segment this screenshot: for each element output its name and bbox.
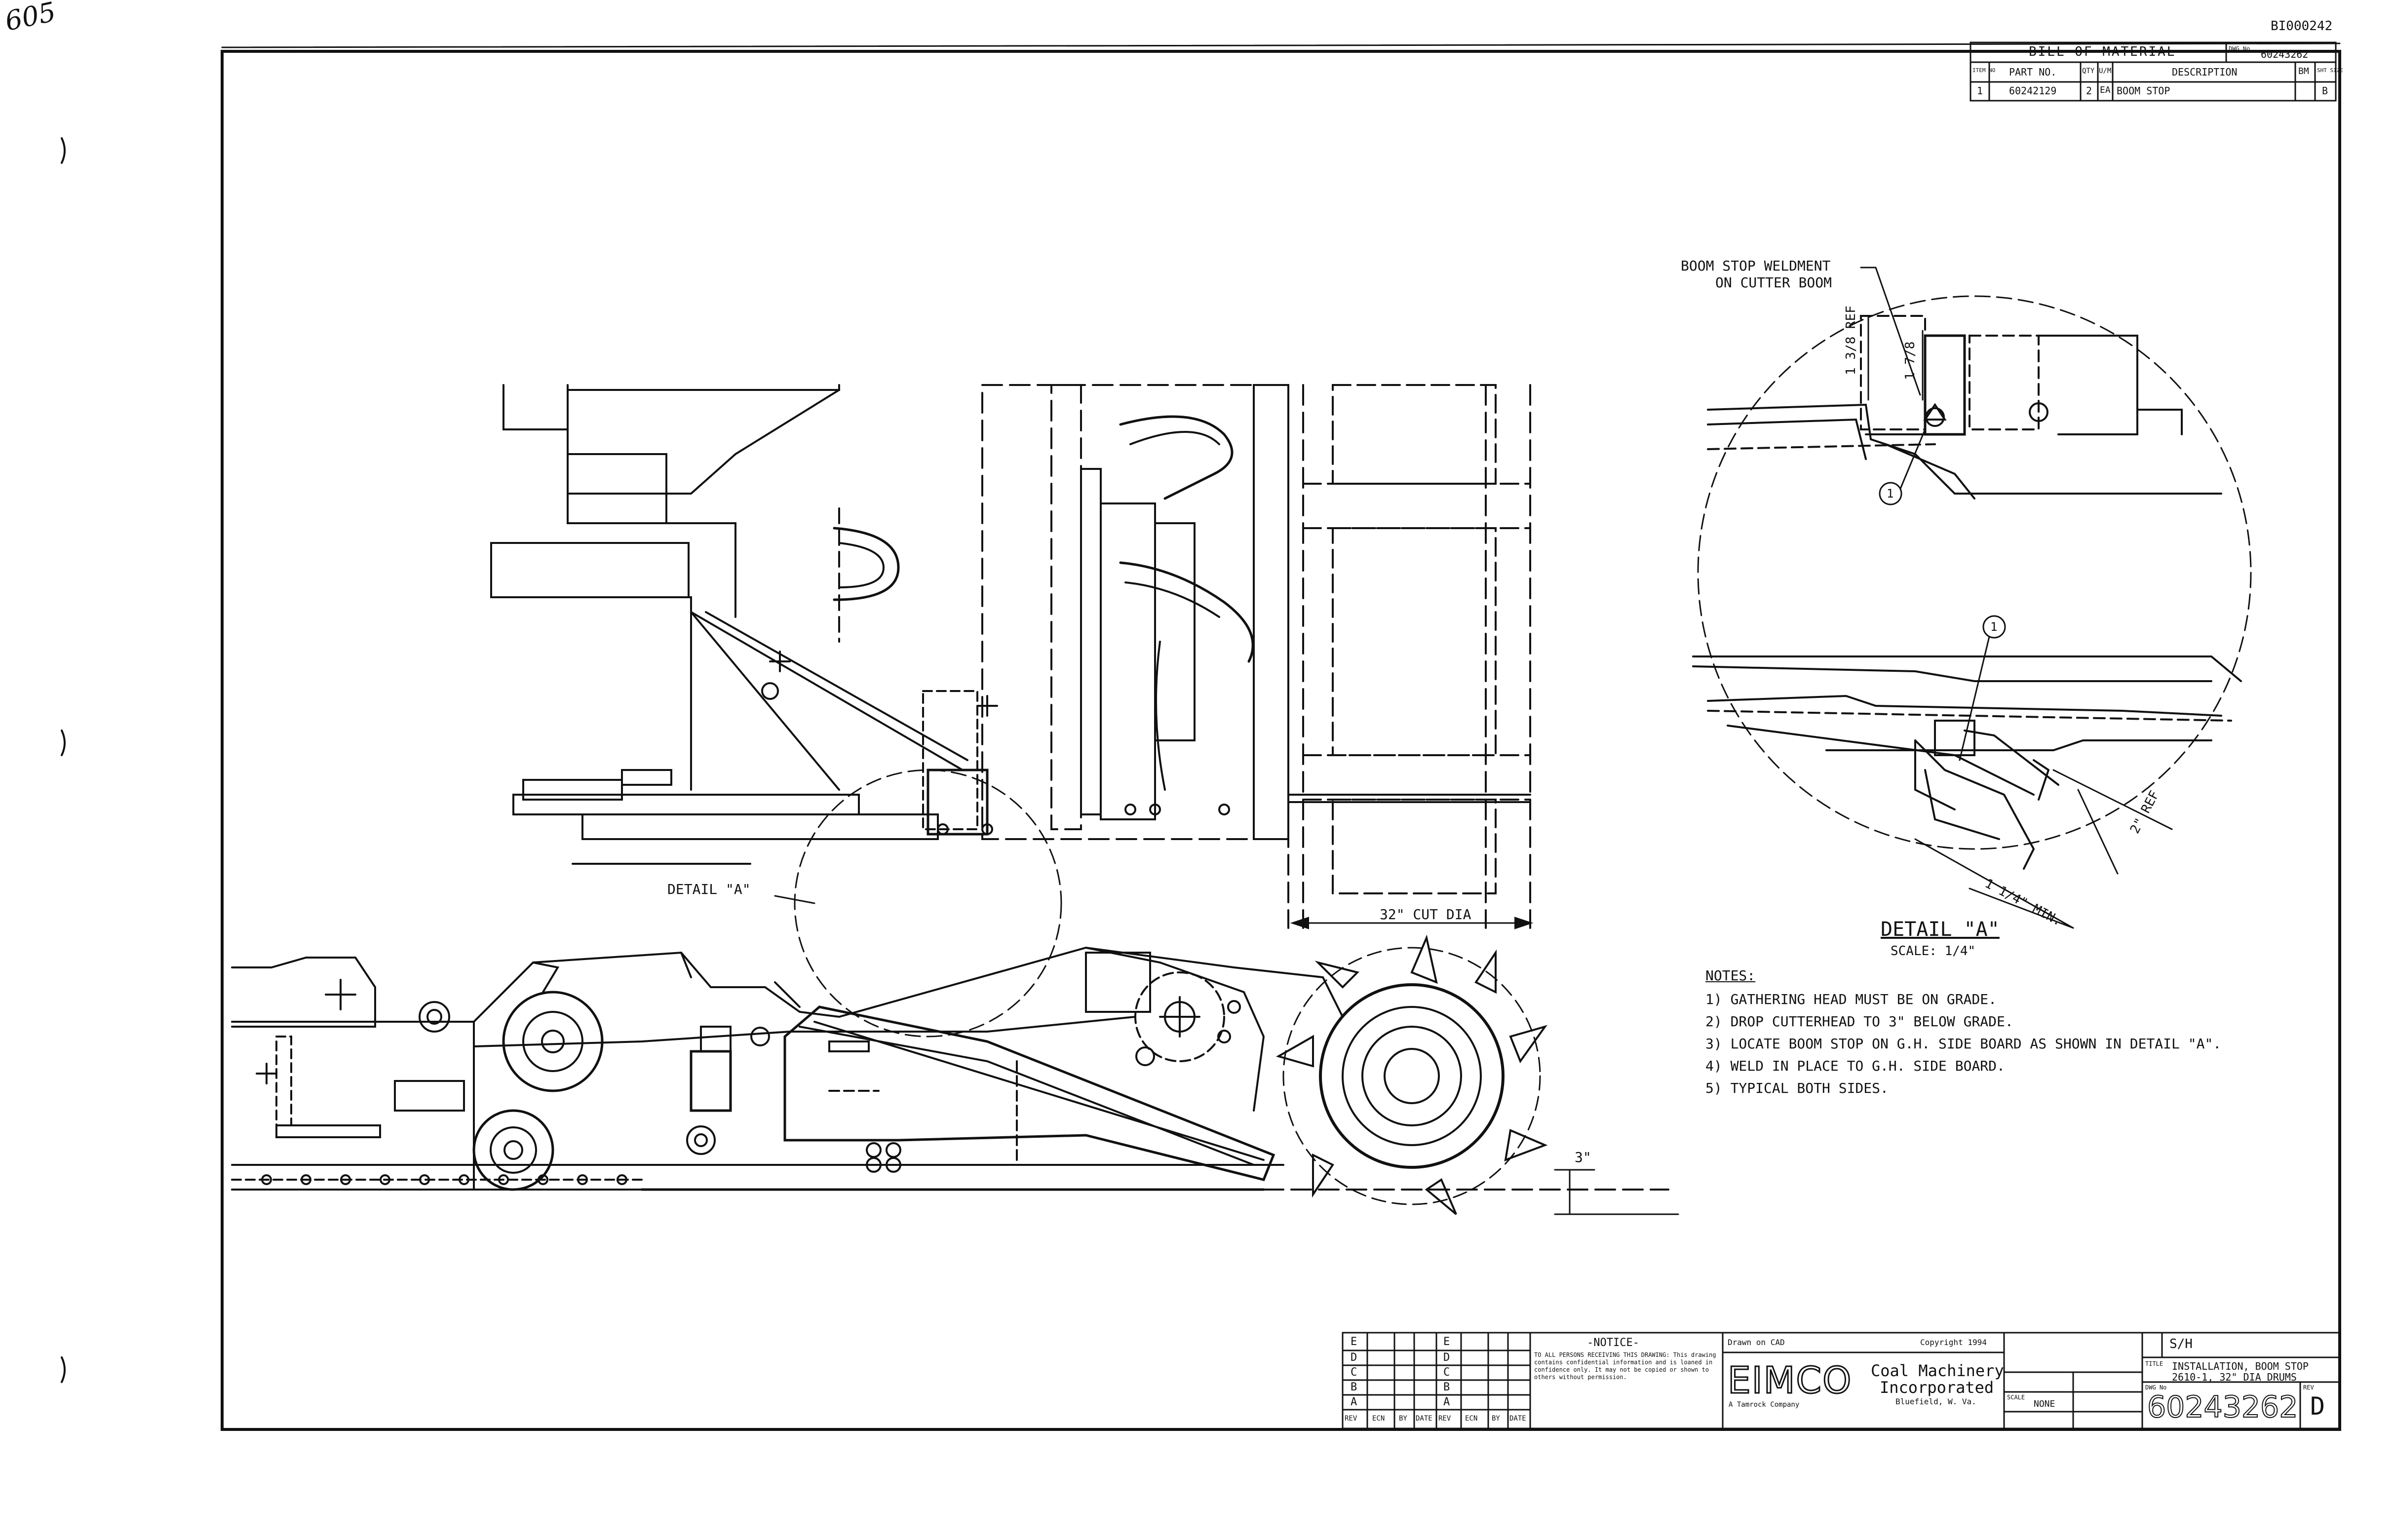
dim-ref-right: 1 7/8 bbox=[1903, 341, 1918, 380]
bom-header-sht: SHT SIZE bbox=[2317, 67, 2343, 74]
eimco-logo: EIMCO bbox=[1727, 1359, 1853, 1403]
rev-letter-b: B bbox=[1351, 1381, 1357, 1393]
weldment-callout-line2: ON CUTTER BOOM bbox=[1715, 274, 1832, 291]
bom-header-part: PART NO. bbox=[2009, 66, 2057, 78]
model-value: S/H bbox=[2169, 1337, 2193, 1351]
company-line2: Incorporated bbox=[1880, 1378, 1994, 1397]
bom-dwg-label: DWG No bbox=[2229, 45, 2250, 52]
binder-mark bbox=[61, 1356, 66, 1383]
dwg-label: DWG No bbox=[2145, 1384, 2167, 1391]
rev-letter-e2: E bbox=[1443, 1336, 1450, 1348]
bom-row-um: EA bbox=[2100, 85, 2111, 95]
detail-a-reference: DETAIL "A" bbox=[667, 881, 751, 897]
bom-header-um: U/M bbox=[2099, 67, 2112, 75]
cut-dia-dimension: 32" CUT DIA bbox=[1380, 906, 1471, 923]
rev-header-ecn2: ECN bbox=[1465, 1415, 1478, 1423]
rev-label: REV bbox=[2303, 1384, 2314, 1391]
note-3: 3) LOCATE BOOM STOP ON G.H. SIDE BOARD A… bbox=[1705, 1036, 2222, 1052]
rev-header-by2: BY bbox=[1492, 1415, 1500, 1423]
rev-letter-a2: A bbox=[1443, 1396, 1450, 1408]
weldment-callout-line1: BOOM STOP WELDMENT bbox=[1681, 258, 1831, 274]
bom-row-description: BOOM STOP bbox=[2117, 85, 2170, 97]
notes-heading: NOTES: bbox=[1705, 967, 1756, 984]
copyright: Copyright 1994 bbox=[1920, 1338, 1987, 1347]
balloon-lower-label: 1 bbox=[1990, 620, 1998, 634]
note-4: 4) WELD IN PLACE TO G.H. SIDE BOARD. bbox=[1705, 1058, 2005, 1074]
company-city: Bluefield, W. Va. bbox=[1895, 1397, 1976, 1406]
rev-letter-a: A bbox=[1351, 1396, 1357, 1408]
rev-letter-d2: D bbox=[1443, 1351, 1450, 1364]
bom-header-description: DESCRIPTION bbox=[2172, 66, 2238, 78]
notice-title: -NOTICE- bbox=[1587, 1337, 1639, 1349]
bom-row-item: 1 bbox=[1977, 85, 1983, 97]
rev-letter-b2: B bbox=[1443, 1381, 1450, 1393]
title-block-lines bbox=[1342, 1332, 2341, 1429]
dim-ref-left: 1 3/8 REF bbox=[1844, 306, 1858, 375]
binder-mark bbox=[61, 730, 66, 756]
drawn-on: Drawn on CAD bbox=[1728, 1338, 1785, 1347]
title-line1: INSTALLATION, BOOM STOP bbox=[2172, 1360, 2309, 1372]
company-line1: Coal Machinery bbox=[1871, 1361, 2004, 1380]
plan-view bbox=[490, 384, 1534, 1038]
balloon-upper-label: 1 bbox=[1887, 487, 1894, 500]
side-view bbox=[231, 934, 1679, 1215]
rev-header-date: DATE bbox=[1416, 1415, 1432, 1423]
detail-a-title: DETAIL "A" bbox=[1881, 918, 2000, 941]
bom-row-sht: B bbox=[2322, 85, 2328, 97]
binder-mark bbox=[61, 137, 66, 164]
note-1: 1) GATHERING HEAD MUST BE ON GRADE. bbox=[1705, 991, 1997, 1007]
bom-header-bm: BM bbox=[2298, 66, 2309, 77]
bom-row-qty: 2 bbox=[2086, 85, 2092, 97]
rev-letter-e: E bbox=[1351, 1336, 1357, 1348]
cutter-drum bbox=[1282, 947, 1541, 1205]
drop-dimension: 3" bbox=[1575, 1149, 1591, 1165]
sheet-border bbox=[221, 50, 2341, 1431]
rev-header-by: BY bbox=[1399, 1415, 1407, 1423]
bom-dwg-number: 60243262 bbox=[2261, 48, 2309, 60]
note-5: 5) TYPICAL BOTH SIDES. bbox=[1705, 1080, 1889, 1096]
rev-letter-d: D bbox=[1351, 1351, 1357, 1364]
detail-a-view bbox=[1692, 267, 2252, 929]
bom-header-qty: QTY bbox=[2082, 67, 2095, 75]
bom-table-lines bbox=[1970, 41, 2337, 102]
note-2: 2) DROP CUTTERHEAD TO 3" BELOW GRADE. bbox=[1705, 1013, 2013, 1030]
title-label: TITLE bbox=[2145, 1360, 2163, 1367]
sheet-top-line bbox=[221, 42, 2341, 48]
rev-header-date2: DATE bbox=[1509, 1415, 1526, 1423]
rev-header-rev: REV bbox=[1345, 1415, 1357, 1423]
notice-text: TO ALL PERSONS RECEIVING THIS DRAWING: T… bbox=[1534, 1351, 1716, 1381]
rev-value: D bbox=[2310, 1392, 2325, 1421]
rev-header-ecn: ECN bbox=[1372, 1415, 1385, 1423]
rev-letter-c2: C bbox=[1443, 1366, 1450, 1379]
scale-label: SCALE bbox=[2007, 1394, 2025, 1401]
title-line2: 2610-1, 32" DIA DRUMS bbox=[2172, 1371, 2297, 1383]
company-tag: A Tamrock Company bbox=[1729, 1401, 1800, 1409]
detail-a-scale: SCALE: 1/4" bbox=[1891, 944, 1976, 959]
rev-letter-c: C bbox=[1351, 1366, 1357, 1379]
bom-row-part: 60242129 bbox=[2009, 85, 2057, 97]
bom-header-item: ITEM NO bbox=[1972, 67, 1996, 74]
rev-header-rev2: REV bbox=[1438, 1415, 1451, 1423]
dwg-number: 60243262 bbox=[2147, 1389, 2298, 1425]
scale-value: NONE bbox=[2034, 1399, 2055, 1409]
document-id: BI000242 bbox=[2271, 19, 2333, 34]
bom-title: BILL OF MATERIAL bbox=[2029, 44, 2176, 59]
